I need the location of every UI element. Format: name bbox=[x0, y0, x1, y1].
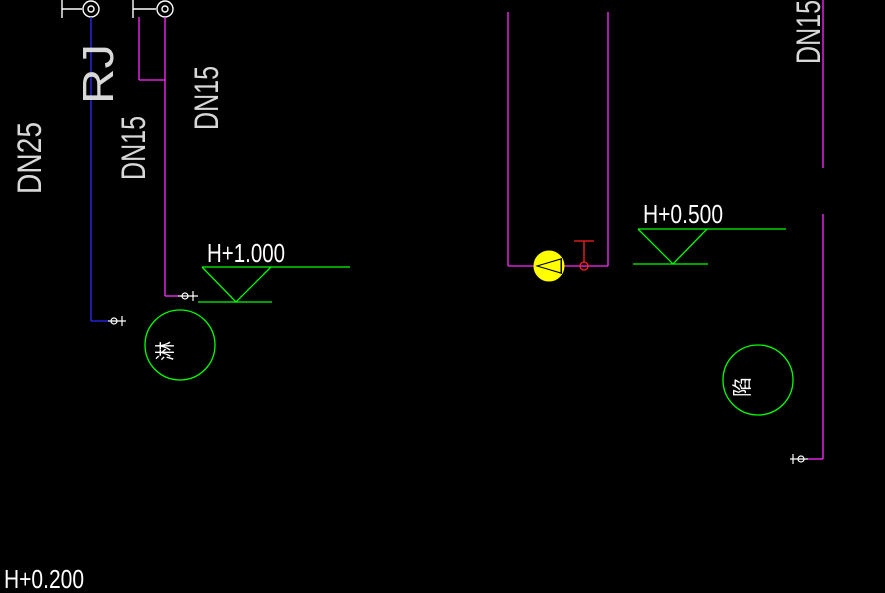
fixture-circle-left[interactable]: 淋 bbox=[144, 309, 216, 381]
label-dn15-left: DN15 bbox=[115, 116, 153, 180]
valve-symbol-left bbox=[61, 0, 100, 18]
pipe-magenta-left bbox=[138, 17, 178, 297]
fixture-circle-right[interactable]: 陷 bbox=[722, 344, 794, 416]
pump-icon[interactable] bbox=[533, 250, 565, 282]
valve-symbol-right bbox=[132, 0, 174, 18]
fixture-right-char: 陷 bbox=[731, 377, 754, 397]
label-dn15-mid: DN15 bbox=[188, 66, 226, 130]
elevation-label-1000: H+1.000 bbox=[207, 238, 285, 268]
fitting-blue-end bbox=[108, 316, 126, 326]
elevation-label-0200: H+0.200 bbox=[4, 564, 84, 593]
pipe-magenta-pump-loop bbox=[507, 12, 609, 267]
elevation-label-0500: H+0.500 bbox=[643, 199, 723, 229]
fitting-right-end bbox=[790, 454, 808, 464]
label-dn25: DN25 bbox=[11, 122, 49, 194]
label-dn15-right: DN15 bbox=[790, 0, 828, 64]
pipe-blue-dn25 bbox=[90, 17, 108, 322]
valve-red-icon[interactable] bbox=[574, 240, 594, 271]
elevation-marker-0500 bbox=[633, 228, 786, 265]
elevation-marker-1000 bbox=[198, 266, 350, 303]
pipe-magenta-right bbox=[808, 0, 824, 460]
fitting-magenta-end bbox=[178, 291, 198, 301]
label-rj: RJ bbox=[74, 44, 123, 104]
fixture-left-char: 淋 bbox=[154, 341, 177, 361]
